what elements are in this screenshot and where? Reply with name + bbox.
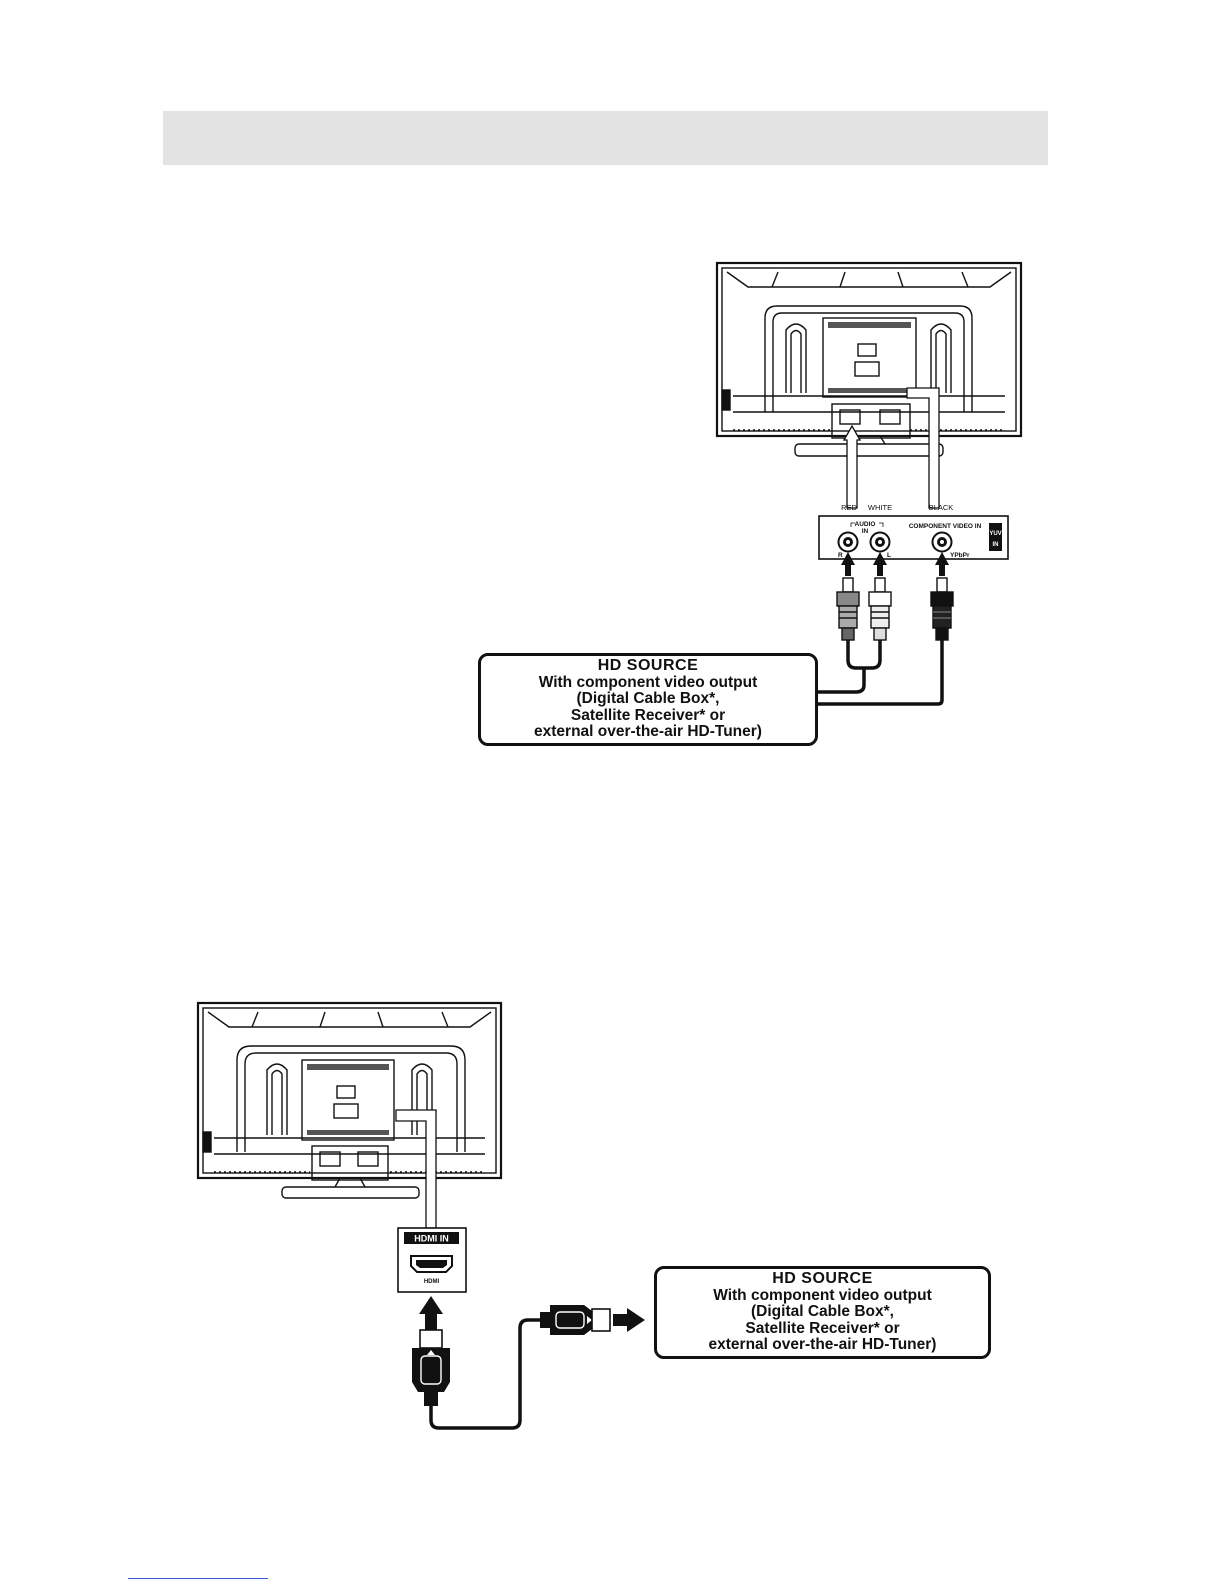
cable-label-red: RED	[841, 503, 857, 512]
hdmi-port-label: HDMI	[424, 1279, 440, 1285]
cable-label-white: WHITE	[868, 503, 892, 512]
hd-source-line-1: With component video output	[713, 1286, 932, 1304]
ypbpr-label: YPbPr	[950, 552, 970, 559]
cable-label-black: BLACK	[929, 503, 954, 512]
rca-plug-white	[868, 577, 892, 641]
yuv-in-badge: YUV IN	[989, 523, 1002, 551]
hd-source-title: HD SOURCE	[597, 657, 699, 675]
hd-source-line-4: external over-the-air HD-Tuner)	[708, 1336, 937, 1354]
svg-text:YUV: YUV	[989, 531, 1001, 537]
audio-in-label: AUDIO	[855, 521, 876, 528]
hd-source-line-3: Satellite Receiver* or	[570, 706, 726, 724]
hd-source-box-component: HD SOURCE With component video output (D…	[478, 653, 818, 746]
svg-text:IN: IN	[993, 542, 999, 548]
header-band	[163, 111, 1048, 165]
hd-source-line-2: (Digital Cable Box*,	[751, 1303, 894, 1321]
jack-audio-l[interactable]	[869, 531, 891, 553]
hd-source-line-3: Satellite Receiver* or	[745, 1319, 900, 1337]
hdmi-in-label: HDMI IN	[414, 1234, 449, 1244]
hdmi-plug-source-side	[540, 1305, 611, 1335]
hdmi-plug-tv-side	[412, 1329, 450, 1406]
hd-source-line-4: external over-the-air HD-Tuner)	[534, 723, 762, 741]
jack-audio-r[interactable]	[837, 531, 859, 553]
hd-source-line-1: With component video output	[538, 673, 758, 691]
component-video-in-label: COMPONENT VIDEO IN	[909, 523, 982, 530]
hd-source-box-hdmi: HD SOURCE With component video output (D…	[654, 1266, 991, 1359]
jack-l-label: L	[887, 552, 891, 559]
audio-in-label-line2: IN	[862, 528, 869, 535]
page-footer-rule	[128, 1578, 268, 1579]
rca-plug-red	[836, 577, 860, 641]
hd-source-title: HD SOURCE	[772, 1270, 873, 1288]
hd-source-line-2: (Digital Cable Box*,	[576, 690, 720, 708]
hdmi-port[interactable]	[410, 1255, 453, 1273]
jack-component-video[interactable]	[931, 531, 953, 553]
jack-r-label: R	[838, 552, 843, 559]
rca-plug-black	[930, 577, 954, 641]
